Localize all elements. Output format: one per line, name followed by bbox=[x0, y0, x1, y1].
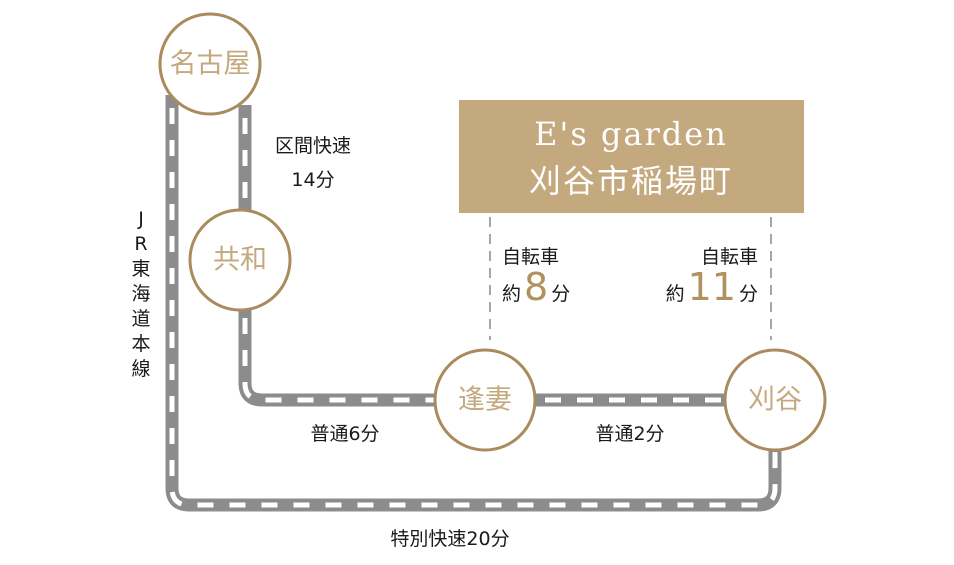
station-label: 刈谷 bbox=[748, 385, 802, 416]
segment-kyowa-ohbu: 普通6分 bbox=[310, 423, 379, 445]
station-label: 名古屋 bbox=[170, 49, 251, 80]
segment-nagoya-kariya: 特別快速20分 bbox=[390, 528, 509, 550]
line-name-char: 道 bbox=[131, 308, 150, 330]
bike-prefix: 約 bbox=[666, 283, 685, 305]
segment-type-nagoya-kyowa: 区間快速 bbox=[275, 135, 351, 157]
station-nagoya[interactable]: 名古屋 bbox=[158, 12, 262, 116]
bike-mode: 自転車 bbox=[701, 246, 758, 268]
bike-unit: 分 bbox=[551, 283, 570, 305]
line-name-char: R bbox=[134, 233, 147, 255]
bike-minutes: 11 bbox=[688, 265, 736, 309]
station-label: 共和 bbox=[213, 245, 267, 276]
station-label: 逢妻 bbox=[458, 385, 512, 416]
track-kyowa-ohbu bbox=[238, 305, 440, 407]
line-name-char: 東 bbox=[131, 258, 150, 280]
station-ohbu[interactable]: 逢妻 bbox=[433, 348, 537, 452]
bike-prefix: 約 bbox=[502, 283, 521, 305]
destination-box: E's garden 刈谷市稲場町 bbox=[459, 100, 804, 213]
station-kariya[interactable]: 刈谷 bbox=[723, 348, 827, 452]
segment-ohbu-kariya: 普通2分 bbox=[595, 423, 664, 445]
destination-address: 刈谷市稲場町 bbox=[529, 162, 733, 200]
destination-name: E's garden bbox=[534, 115, 728, 153]
line-name-char: 本 bbox=[131, 333, 150, 355]
segment-time-nagoya-kyowa: 14分 bbox=[291, 169, 334, 191]
bike-unit: 分 bbox=[739, 283, 758, 305]
station-kyowa[interactable]: 共和 bbox=[188, 208, 292, 312]
line-name-char: J bbox=[137, 208, 144, 230]
line-name-char: 海 bbox=[131, 283, 150, 305]
line-name-vertical: J R 東 海 道 本 線 bbox=[131, 208, 150, 380]
bike-minutes: 8 bbox=[524, 265, 548, 309]
track-jr-tokaido-outer bbox=[165, 95, 782, 512]
line-name-char: 線 bbox=[131, 358, 150, 380]
bike-mode: 自転車 bbox=[502, 246, 559, 268]
